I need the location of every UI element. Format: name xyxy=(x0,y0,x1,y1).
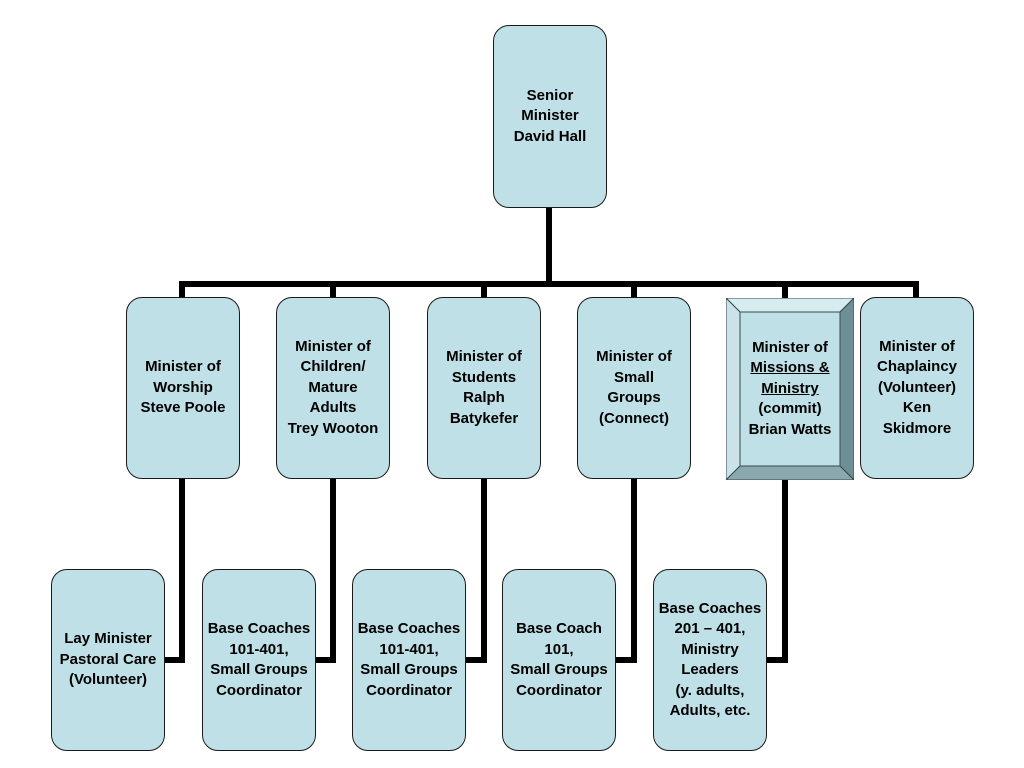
base-coaches-children-line-2: 101-401, xyxy=(229,640,289,658)
minister-chaplaincy-box[interactable]: Minister of Chaplaincy (Volunteer) Ken S… xyxy=(860,297,974,479)
base-coaches-children-line-4: Coordinator xyxy=(216,681,302,699)
base-coach-small-groups-line-2: 101, xyxy=(544,640,574,658)
minister-small-groups-line-2: Small xyxy=(613,368,655,386)
minister-worship-box[interactable]: Minister of Worship Steve Poole xyxy=(126,297,240,479)
minister-children-line-3: Mature xyxy=(308,378,358,396)
base-coach-small-groups-box[interactable]: Base Coach 101, Small Groups Coordinator xyxy=(502,569,616,751)
connector-worship-lay xyxy=(162,475,185,663)
lay-minister-line-2: Pastoral Care xyxy=(59,650,157,668)
connector-smallgroups-base xyxy=(614,475,637,663)
minister-worship-line-1: Minister of xyxy=(145,358,221,376)
base-coaches-students-line-3: Small Groups xyxy=(360,661,458,678)
minister-missions-line-3: Ministry xyxy=(761,379,819,397)
minister-children-line-4: Adults xyxy=(309,399,357,417)
senior-minister-line-1: Senior xyxy=(526,86,574,104)
minister-small-groups-line-3: Groups xyxy=(607,389,661,406)
lay-minister-line-3: (Volunteer) xyxy=(68,671,148,689)
minister-students-box[interactable]: Minister of Students Ralph Batykefer xyxy=(427,297,541,479)
base-coaches-students-box[interactable]: Base Coaches 101-401, Small Groups Coord… xyxy=(352,569,466,751)
minister-chaplaincy-line-3: (Volunteer) xyxy=(877,378,957,396)
minister-chaplaincy-line-2: Chaplaincy xyxy=(876,358,958,376)
connector-children-base xyxy=(313,475,336,663)
minister-students-line-1: Minister of xyxy=(446,348,522,365)
base-coaches-missions-line-1: Base Coaches xyxy=(658,599,762,617)
lay-minister-line-1: Lay Minister xyxy=(64,630,152,648)
base-coach-small-groups-line-4: Coordinator xyxy=(516,681,602,699)
senior-minister-line-3: David Hall xyxy=(513,127,587,145)
minister-children-box[interactable]: Minister of Children/ Mature Adults Trey… xyxy=(276,297,390,479)
base-coaches-children-box[interactable]: Base Coaches 101-401, Small Groups Coord… xyxy=(202,569,316,751)
lay-minister-box[interactable]: Lay Minister Pastoral Care (Volunteer) xyxy=(51,569,165,751)
base-coaches-students-line-4: Coordinator xyxy=(366,681,452,699)
minister-children-line-1: Minister of xyxy=(295,337,371,355)
base-coaches-students-line-2: 101-401, xyxy=(379,640,439,658)
minister-chaplaincy-line-1: Minister of xyxy=(879,337,955,355)
base-coach-small-groups-line-3: Small Groups xyxy=(510,661,608,678)
minister-missions-line-4: (commit) xyxy=(758,400,822,418)
minister-small-groups-line-1: Minister of xyxy=(596,348,672,365)
base-coaches-missions-line-2: 201 – 401, xyxy=(674,620,746,637)
base-coaches-children-line-3: Small Groups xyxy=(210,661,308,678)
base-coaches-missions-line-6: Adults, etc. xyxy=(669,702,751,719)
minister-students-line-3: Ralph xyxy=(463,389,505,406)
base-coaches-children-line-1: Base Coaches xyxy=(207,620,311,637)
base-coaches-missions-line-5: (y. adults, xyxy=(675,681,745,699)
minister-missions-line-1: Minister of xyxy=(752,338,828,356)
minister-chaplaincy-line-5: Skidmore xyxy=(882,419,952,437)
minister-worship-line-2: Worship xyxy=(153,378,213,396)
minister-small-groups-line-4: (Connect) xyxy=(599,409,669,427)
connector-missions-base xyxy=(765,475,788,663)
minister-small-groups-box[interactable]: Minister of Small Groups (Connect) xyxy=(577,297,691,479)
minister-children-line-5: Trey Wooton xyxy=(287,419,379,437)
base-coaches-missions-line-3: Ministry xyxy=(681,640,739,658)
senior-minister-box[interactable]: Senior Minister David Hall xyxy=(493,25,607,208)
base-coach-small-groups-line-1: Base Coach xyxy=(516,620,602,637)
minister-worship-line-3: Steve Poole xyxy=(140,399,226,417)
minister-missions-box[interactable]: Minister of Missions & Ministry (commit)… xyxy=(726,298,854,480)
senior-minister-line-2: Minister xyxy=(521,107,579,125)
base-coaches-missions-box[interactable]: Base Coaches 201 – 401, Ministry Leaders… xyxy=(653,569,767,751)
bevel-frame xyxy=(726,298,854,480)
base-coaches-missions-line-4: Leaders xyxy=(681,661,739,678)
minister-missions-line-5: Brian Watts xyxy=(748,420,832,438)
minister-children-line-2: Children/ xyxy=(300,358,366,376)
connector-students-base xyxy=(463,475,487,663)
minister-missions-line-2: Missions & xyxy=(750,359,830,377)
base-coaches-students-line-1: Base Coaches xyxy=(357,620,461,637)
minister-chaplaincy-line-4: Ken xyxy=(902,399,932,417)
minister-students-line-4: Batykefer xyxy=(449,409,519,427)
minister-students-line-2: Students xyxy=(451,368,517,386)
